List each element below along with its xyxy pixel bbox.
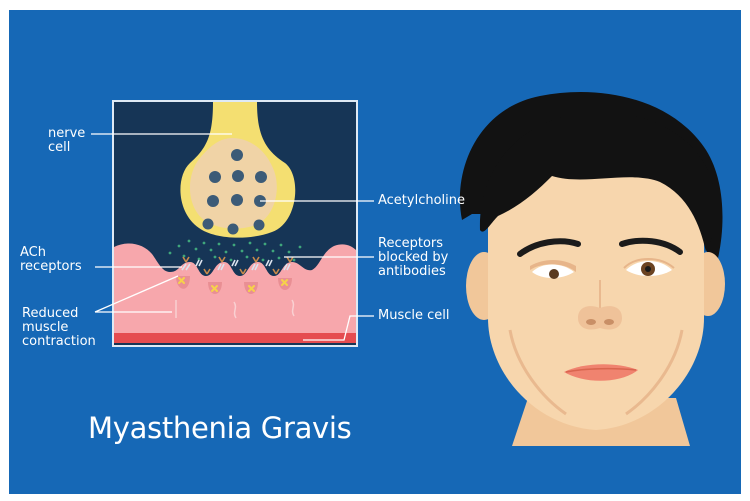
right-pupil	[645, 266, 651, 272]
vesicle	[231, 194, 243, 206]
synapse-inset	[113, 101, 357, 346]
left-iris	[549, 269, 559, 279]
vesicle	[203, 219, 214, 230]
right-nostril	[604, 319, 614, 325]
label-receptors-blocked: Receptors blocked by antibodies	[378, 237, 448, 279]
label-acetylcholine: Acetylcholine	[378, 194, 465, 208]
label-muscle-cell: Muscle cell	[378, 309, 450, 323]
page-title: Myasthenia Gravis	[88, 411, 351, 445]
vesicle	[254, 220, 265, 231]
muscle-cell-base	[114, 333, 356, 343]
vesicle	[255, 171, 267, 183]
label-nerve-cell: nerve cell	[48, 127, 85, 155]
vesicle	[231, 149, 243, 161]
vesicle	[209, 171, 221, 183]
nose	[578, 306, 622, 329]
vesicle	[228, 224, 239, 235]
vesicle	[232, 170, 244, 182]
label-reduced-contraction: Reduced muscle contraction	[22, 307, 96, 349]
left-nostril	[586, 319, 596, 325]
vesicle	[207, 195, 219, 207]
label-ach-receptors: ACh receptors	[20, 246, 82, 274]
